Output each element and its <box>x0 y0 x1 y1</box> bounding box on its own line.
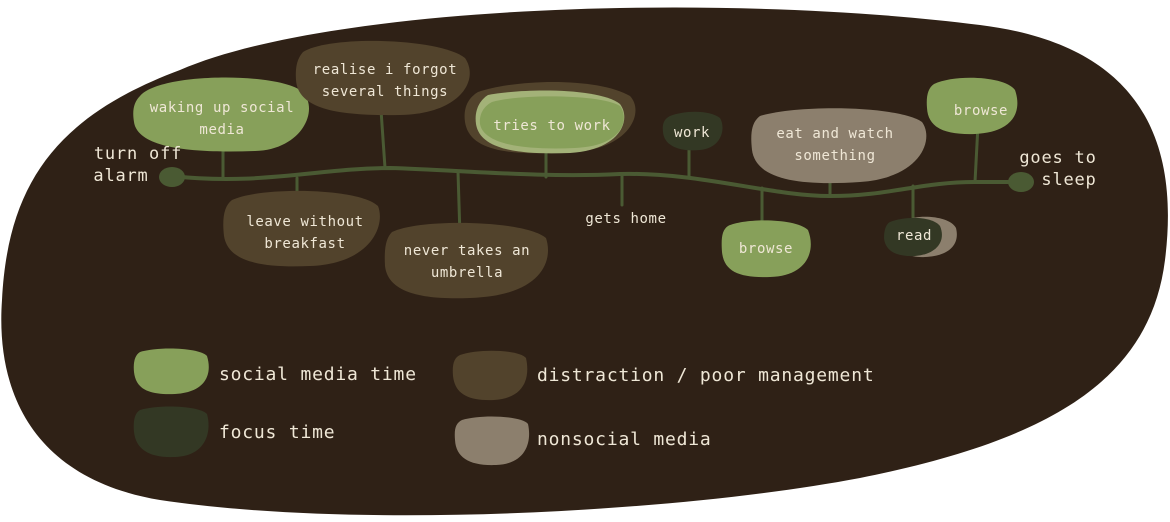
stem-realise <box>379 108 387 170</box>
event-blob-work <box>662 111 723 151</box>
event-blob-realise <box>295 40 470 116</box>
event-line: realise i forgot <box>313 62 457 78</box>
legend-swatch-nonsocial <box>454 416 530 466</box>
event-label-read: read <box>896 228 932 244</box>
legend-swatch-social-media <box>133 348 209 395</box>
timeline-line <box>170 165 1022 199</box>
legend-label-focus: focus time <box>219 422 335 443</box>
event-blob-umbrella <box>384 222 549 299</box>
event-blob-tries-to-work <box>479 96 624 149</box>
event-line: never takes an <box>404 243 530 259</box>
event-line: umbrella <box>431 265 503 281</box>
end-label-line: goes to <box>1019 148 1096 168</box>
event-line: waking up social <box>150 100 294 116</box>
event-blob-browse-bottom <box>721 220 811 278</box>
event-blob-browse-top <box>926 77 1018 135</box>
legend-swatch-distraction <box>452 350 528 401</box>
event-label-leave: leave without breakfast <box>246 214 363 252</box>
event-label-browse-bottom: browse <box>739 241 793 257</box>
legend-label-social-media: social media time <box>219 364 417 385</box>
start-label-line: alarm <box>93 166 148 186</box>
event-line: leave without <box>246 214 363 230</box>
timeline-start-dot <box>159 167 185 187</box>
legend-swatch-focus <box>133 406 209 458</box>
event-label-work: work <box>674 125 710 141</box>
event-line: several things <box>322 84 448 100</box>
legend: social media time focus time distraction… <box>133 348 874 466</box>
event-label-browse-top: browse <box>954 103 1008 119</box>
event-line: tries to work <box>493 118 610 134</box>
event-line: browse <box>954 103 1008 119</box>
event-line: work <box>674 125 710 141</box>
event-blob-read <box>884 217 942 257</box>
event-line: eat and watch <box>776 126 893 142</box>
event-label-realise: realise i forgot several things <box>313 62 457 100</box>
event-label-tries-to-work: tries to work <box>493 118 610 134</box>
event-label-umbrella: never takes an umbrella <box>404 243 530 281</box>
event-line: gets home <box>585 211 666 227</box>
event-blob-waking-up <box>133 77 310 152</box>
event-line: something <box>794 148 875 164</box>
event-line: read <box>896 228 932 244</box>
legend-label-nonsocial: nonsocial media <box>537 429 712 450</box>
event-line: breakfast <box>264 236 345 252</box>
event-blob-eat-and-watch <box>751 108 927 184</box>
event-label-gets-home: gets home <box>585 211 666 227</box>
stem-browse-top <box>973 123 980 184</box>
timeline-end-dot <box>1008 172 1034 192</box>
event-line: browse <box>739 241 793 257</box>
end-label-line: sleep <box>1041 170 1096 190</box>
legend-label-distraction: distraction / poor management <box>537 365 874 386</box>
event-label-waking-up: waking up social media <box>150 100 294 138</box>
event-line: media <box>199 122 244 138</box>
event-blob-leave <box>223 190 380 267</box>
start-label-line: turn off <box>94 144 182 164</box>
event-label-eat-and-watch: eat and watch something <box>776 126 893 164</box>
